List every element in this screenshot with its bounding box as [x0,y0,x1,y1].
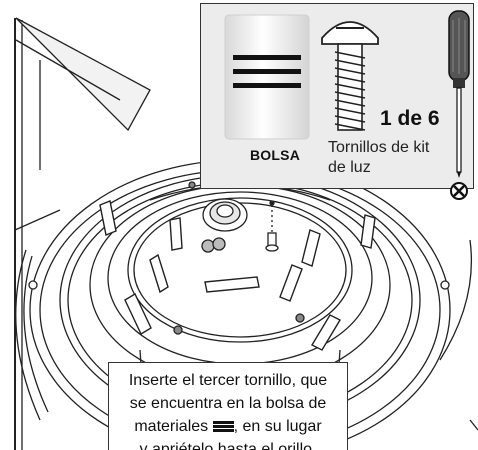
bag-icon [224,14,310,140]
instruction-line-3: materiales , en su lugar [117,415,339,438]
phillips-head-icon [450,182,468,200]
screw-description: Tornillos de kit de luz [328,139,430,176]
instruction-line-3-start: materiales [134,418,213,435]
instruction-line-4: y apriételo hasta el orillo. [139,441,317,450]
bag-label: BOLSA [250,147,300,163]
instruction-line-1: Inserte el tercer tornillo, que [128,372,328,389]
screwdriver-icon [448,10,470,200]
instruction-line-2: se encuentra en la bolsa de [129,395,327,412]
bag-symbol-icon [212,421,234,432]
inserted-screw [265,200,279,252]
instruction-line-3-end: , en su lugar [233,418,322,435]
instruction-text-box: Inserte el tercer tornillo, que se encue… [108,362,348,450]
quantity-label: 1 de 6 [380,107,440,130]
screw-icon [321,21,379,131]
